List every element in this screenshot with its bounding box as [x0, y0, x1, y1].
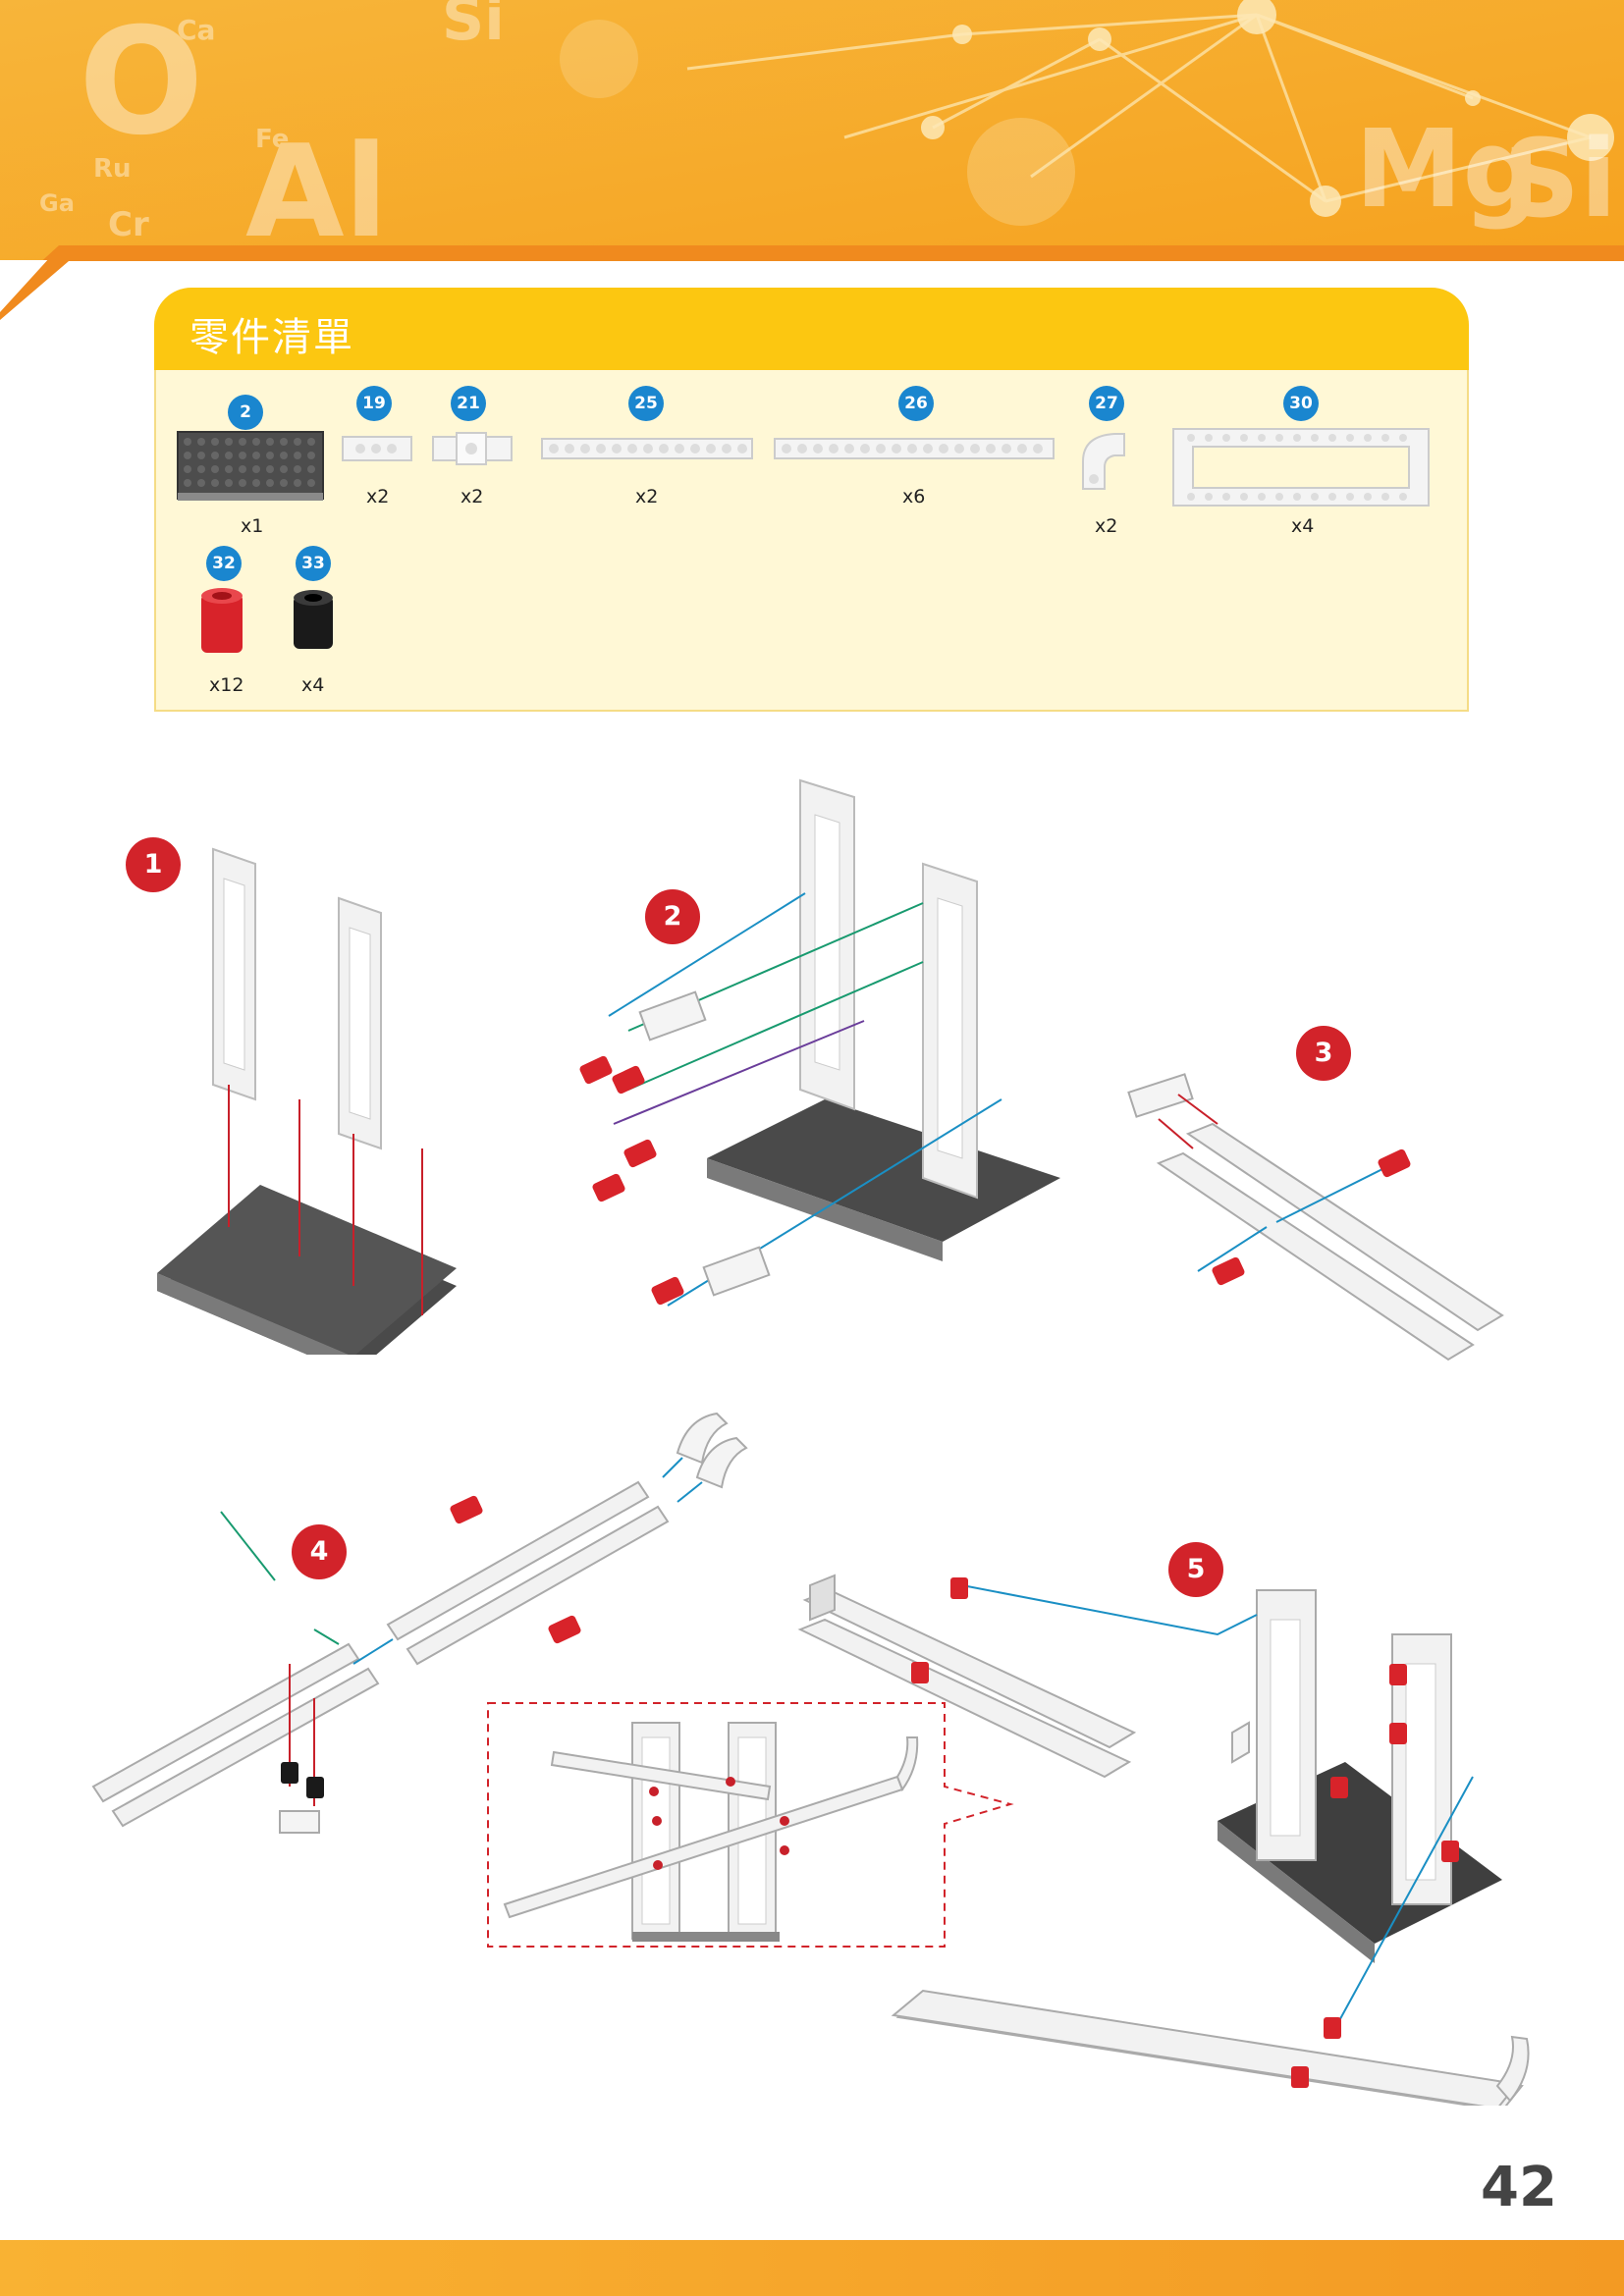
part-number-badge: 26	[898, 386, 934, 421]
part-quantity: x2	[460, 486, 484, 507]
page-number: 42	[1481, 2156, 1557, 2219]
svg-text:Ru: Ru	[93, 154, 132, 184]
parts-list-panel: 零件清單 2 x1 19 x2 21 x2 25 x2 26	[154, 288, 1469, 714]
step-number-badge: 1	[126, 837, 181, 892]
red-pin-part-image	[201, 588, 243, 653]
part-quantity: x4	[1291, 515, 1315, 537]
parts-list-header: 零件清單	[154, 288, 1469, 370]
part-quantity: x2	[1095, 515, 1118, 537]
svg-text:Fe: Fe	[255, 125, 289, 154]
part-quantity: x1	[241, 515, 264, 537]
step-number-badge: 5	[1168, 1542, 1223, 1597]
header-orange-band	[0, 245, 1624, 320]
part-number-badge: 30	[1283, 386, 1319, 421]
svg-text:Ca: Ca	[177, 14, 215, 46]
part-number-badge: 32	[206, 546, 242, 581]
part-quantity: x6	[902, 486, 926, 507]
part-quantity: x2	[635, 486, 659, 507]
svg-text:Al: Al	[245, 117, 388, 260]
step-number-badge: 3	[1296, 1026, 1351, 1081]
svg-text:Si: Si	[442, 0, 505, 54]
part-number-badge: 25	[628, 386, 664, 421]
black-pin-part-image	[294, 590, 333, 649]
part-number-badge: 27	[1089, 386, 1124, 421]
part-quantity: x2	[366, 486, 390, 507]
step-1-diagram	[157, 847, 457, 1355]
header-banner: O Al Si Mg Si Ca Fe Ru Ga Cr	[0, 0, 1624, 260]
part-quantity: x12	[209, 674, 244, 696]
parts-list-title: 零件清單	[189, 315, 354, 360]
long-beam-part-image	[774, 438, 1055, 459]
part-number-badge: 2	[228, 395, 263, 430]
svg-text:O: O	[79, 0, 204, 168]
step-4-diagram	[91, 1412, 748, 1834]
step-4-detail-inset	[487, 1702, 1014, 1948]
step-5-diagram	[797, 1574, 1530, 2106]
step-2-diagram	[579, 778, 1060, 1307]
svg-text:Ga: Ga	[39, 189, 75, 217]
base-plate-part-image	[177, 431, 324, 501]
part-quantity: x4	[301, 674, 325, 696]
part-number-badge: 33	[296, 546, 331, 581]
svg-text:Cr: Cr	[108, 205, 149, 244]
step-number-badge: 4	[292, 1524, 347, 1579]
part-number-badge: 19	[356, 386, 392, 421]
frame-part-image	[1172, 428, 1430, 507]
footer-band	[0, 2240, 1624, 2296]
svg-text:Mg: Mg	[1355, 106, 1540, 232]
medium-beam-part-image	[541, 438, 753, 459]
curved-connector-part-image	[1082, 433, 1125, 490]
short-beam-part-image	[342, 436, 412, 461]
parts-list-body	[154, 370, 1469, 712]
part-number-badge: 21	[451, 386, 486, 421]
svg-text:Si: Si	[1502, 116, 1617, 241]
step-3-diagram	[1127, 1073, 1504, 1362]
step-number-badge: 2	[645, 889, 700, 944]
science-background-graphic: O Al Si Mg Si Ca Fe Ru Ga Cr	[0, 0, 1624, 260]
connector-block-part-image	[432, 432, 513, 465]
